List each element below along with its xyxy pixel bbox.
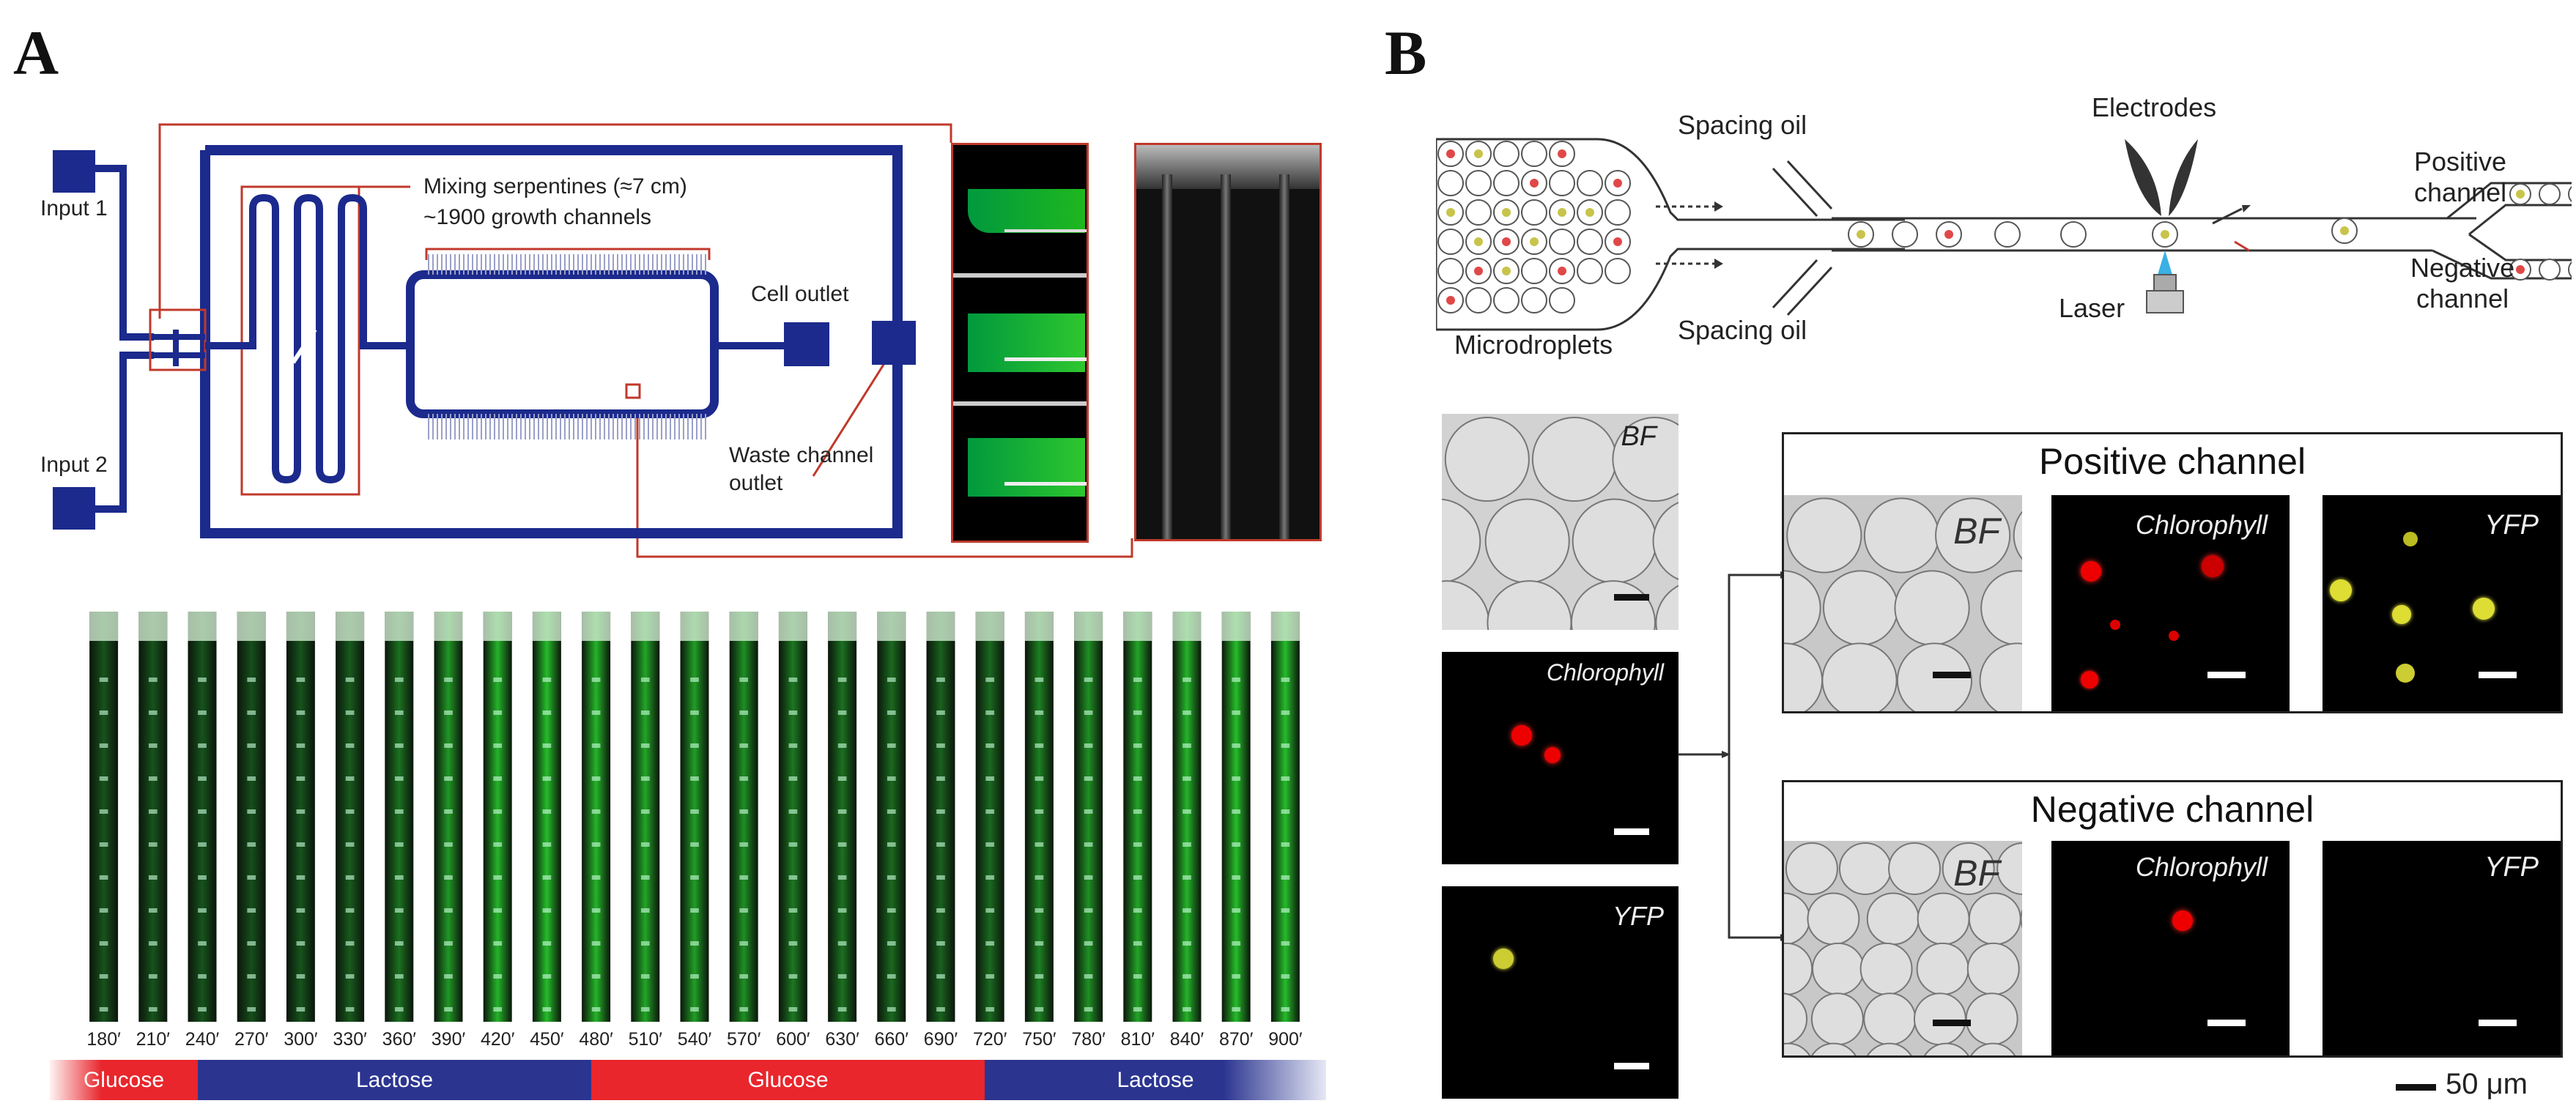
timepoint-labels: 180′ 210′ 240′ 270′ 300′ 330′ 360′ 390′ 420′ 450′… xyxy=(79,1029,1310,1058)
timepoint-label: 480′ xyxy=(579,1029,613,1050)
kymograph-strip xyxy=(286,612,315,1022)
positive-bf-image: BF xyxy=(1784,495,2022,711)
kymograph-strip xyxy=(877,612,906,1022)
timepoint-label: 180′ xyxy=(86,1029,121,1050)
growth-channels-label: ~1900 growth channels xyxy=(423,205,652,229)
timepoint-label: 330′ xyxy=(333,1029,367,1050)
microdroplets-label: Microdroplets xyxy=(1454,330,1613,360)
media-condition-bar: Glucose Lactose Glucose Lactose xyxy=(50,1060,1326,1100)
kymograph-strip xyxy=(582,612,611,1022)
kymograph-strip xyxy=(1123,612,1152,1022)
timepoint-label: 870′ xyxy=(1218,1029,1254,1050)
timepoint-label: 600′ xyxy=(776,1029,810,1050)
split-connector xyxy=(1678,571,1789,941)
input-yfp-image: YFP xyxy=(1442,886,1679,1099)
panel-b-letter: B xyxy=(1385,18,1427,88)
laser-label: Laser xyxy=(2059,293,2125,323)
negative-channel-group: Negative channel BF Chlorophyll YFP xyxy=(1782,780,2563,1058)
chip-schematic xyxy=(53,123,1133,558)
timepoint-label: 360′ xyxy=(382,1029,416,1050)
negative-bf-image: BF xyxy=(1784,841,2022,1055)
kymograph-strip xyxy=(828,612,857,1022)
timepoint-label: 720′ xyxy=(972,1029,1007,1050)
zoom-junction-image xyxy=(951,143,1089,543)
kymograph-strip xyxy=(138,612,168,1022)
scale-bar-label: 50 μm xyxy=(2446,1068,2528,1100)
zoom-growth-channels-image xyxy=(1134,143,1322,541)
sorting-schematic xyxy=(1436,138,2572,331)
timepoint-label: 540′ xyxy=(677,1029,712,1050)
timepoint-label: 690′ xyxy=(923,1029,958,1050)
input-chlorophyll-image: Chlorophyll xyxy=(1442,652,1679,864)
scale-bar xyxy=(2396,1084,2436,1091)
waste-outlet-label-1: Waste channel xyxy=(729,443,874,467)
cell-outlet-label: Cell outlet xyxy=(751,282,849,306)
media-segment-glucose-2: Glucose xyxy=(591,1060,985,1100)
kymograph-strip xyxy=(237,612,266,1022)
timepoint-label: 900′ xyxy=(1268,1029,1303,1050)
timepoint-label: 240′ xyxy=(185,1029,220,1050)
kymograph-strip xyxy=(680,612,709,1022)
negative-chlorophyll-image: Chlorophyll xyxy=(2051,841,2290,1055)
kymograph-strip xyxy=(385,612,414,1022)
kymograph-strip xyxy=(188,612,217,1022)
timepoint-label: 450′ xyxy=(530,1029,564,1050)
positive-channel-group: Positive channel BF Chlorophyll YFP xyxy=(1782,432,2563,713)
kymograph-strip xyxy=(532,612,561,1022)
timepoint-label: 660′ xyxy=(874,1029,908,1050)
timepoint-label: 510′ xyxy=(628,1029,662,1050)
kymograph-strip xyxy=(975,612,1004,1022)
kymograph-strip xyxy=(926,612,955,1022)
spacing-oil-bottom-label: Spacing oil xyxy=(1678,315,1807,345)
media-segment-lactose-2: Lactose xyxy=(985,1060,1326,1100)
kymograph-strip xyxy=(434,612,463,1022)
kymograph-strip xyxy=(336,612,365,1022)
spacing-oil-top-label: Spacing oil xyxy=(1678,110,1807,140)
negative-yfp-image: YFP xyxy=(2323,841,2561,1055)
timepoint-label: 300′ xyxy=(284,1029,318,1050)
kymograph-strip xyxy=(1270,612,1300,1022)
timepoint-label: 840′ xyxy=(1169,1029,1204,1050)
kymograph-strip xyxy=(89,612,119,1022)
timepoint-label: 630′ xyxy=(825,1029,859,1050)
input-bf-image: BF xyxy=(1442,414,1679,630)
kymograph-strip xyxy=(729,612,758,1022)
kymograph-strip xyxy=(1024,612,1054,1022)
positive-channel-title: Positive channel xyxy=(2038,441,2306,482)
kymograph-strip xyxy=(631,612,660,1022)
timepoint-label: 810′ xyxy=(1120,1029,1155,1050)
media-segment-lactose-1: Lactose xyxy=(198,1060,591,1100)
kymograph-strip xyxy=(778,612,807,1022)
waste-outlet-label-2: outlet xyxy=(729,471,783,495)
input-1-label: Input 1 xyxy=(40,196,108,220)
timepoint-label: 210′ xyxy=(136,1029,170,1050)
timepoint-label: 780′ xyxy=(1071,1029,1106,1050)
media-segment-glucose-1: Glucose xyxy=(50,1060,198,1100)
kymograph-strips xyxy=(79,612,1310,1022)
panel-a-letter: A xyxy=(13,18,59,88)
input-2-label: Input 2 xyxy=(40,453,108,477)
timepoint-label: 420′ xyxy=(480,1029,515,1050)
timepoint-label: 750′ xyxy=(1022,1029,1056,1050)
timepoint-label: 570′ xyxy=(726,1029,761,1050)
positive-yfp-image: YFP xyxy=(2323,495,2561,711)
timepoint-label: 390′ xyxy=(431,1029,466,1050)
positive-chlorophyll-image: Chlorophyll xyxy=(2051,495,2290,711)
kymograph-strip xyxy=(1172,612,1202,1022)
kymograph-strip xyxy=(1074,612,1103,1022)
timepoint-label: 270′ xyxy=(234,1029,269,1050)
kymograph-strip xyxy=(483,612,512,1022)
negative-channel-title: Negative channel xyxy=(2030,789,2314,830)
serpentines-label: Mixing serpentines (≈7 cm) xyxy=(423,174,687,198)
electrodes-label: Electrodes xyxy=(2092,92,2217,122)
kymograph-strip xyxy=(1221,612,1251,1022)
